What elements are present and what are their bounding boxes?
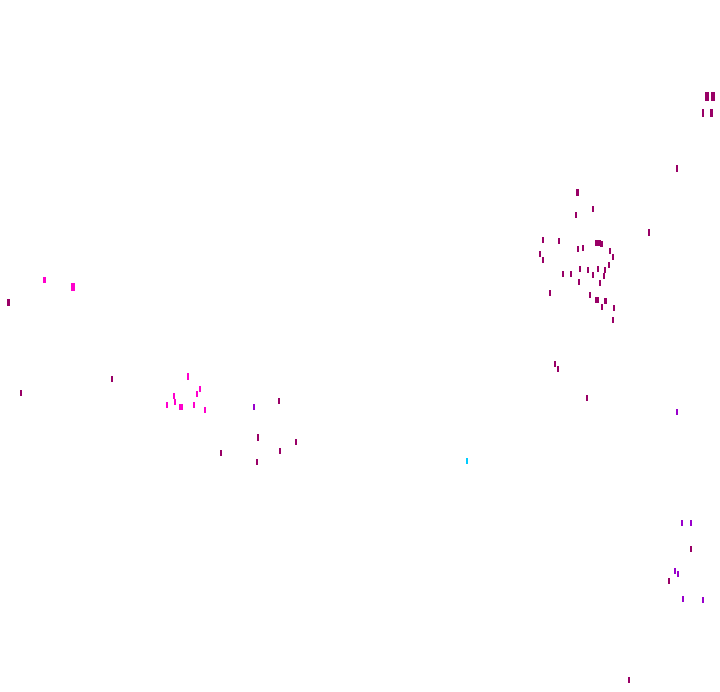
mark-41 <box>43 277 46 283</box>
mark-14 <box>582 245 584 251</box>
mark-42 <box>71 283 75 291</box>
mark-10 <box>558 238 560 244</box>
mark-30 <box>549 290 551 296</box>
mark-18 <box>542 257 544 263</box>
mark-63 <box>681 520 683 526</box>
mark-23 <box>604 267 606 273</box>
mark-52 <box>179 404 183 410</box>
mark-5 <box>576 189 579 196</box>
mark-54 <box>204 407 206 413</box>
mark-34 <box>601 304 603 310</box>
mark-1 <box>711 92 715 101</box>
mark-69 <box>682 596 684 602</box>
mark-0 <box>705 92 709 101</box>
mark-36 <box>612 317 614 323</box>
mark-71 <box>628 677 630 683</box>
mark-37 <box>554 361 556 367</box>
mark-57 <box>257 434 259 441</box>
mark-55 <box>253 404 255 410</box>
mark-62 <box>466 458 468 464</box>
mark-44 <box>20 390 22 396</box>
mark-51 <box>166 402 168 408</box>
mark-46 <box>187 373 189 380</box>
mark-60 <box>220 450 222 456</box>
mark-53 <box>193 402 195 408</box>
mark-67 <box>677 571 679 577</box>
mark-12 <box>600 241 603 247</box>
mark-9 <box>542 237 544 243</box>
mark-6 <box>592 206 594 212</box>
mark-11 <box>595 240 601 246</box>
mark-43 <box>7 299 10 306</box>
mark-48 <box>196 391 198 397</box>
mark-22 <box>597 266 599 272</box>
mark-24 <box>562 271 564 277</box>
mark-66 <box>674 568 676 574</box>
mark-27 <box>603 273 605 279</box>
mark-31 <box>589 292 591 298</box>
mark-7 <box>575 212 577 218</box>
mark-68 <box>668 578 670 584</box>
mark-50 <box>174 399 176 405</box>
mark-29 <box>599 280 601 286</box>
mark-26 <box>592 272 594 278</box>
mark-45 <box>111 376 113 382</box>
mark-38 <box>557 366 559 372</box>
mark-32 <box>595 297 599 303</box>
mark-56 <box>278 398 280 404</box>
mark-65 <box>690 546 692 552</box>
mark-35 <box>613 305 615 311</box>
mark-47 <box>199 386 201 392</box>
mark-58 <box>295 439 297 445</box>
mark-4 <box>676 165 678 172</box>
mark-33 <box>604 298 607 304</box>
mark-15 <box>609 248 611 254</box>
mark-28 <box>578 279 580 285</box>
mark-21 <box>587 267 589 273</box>
mark-3 <box>710 109 713 117</box>
mark-16 <box>539 251 541 257</box>
mark-70 <box>702 597 704 603</box>
mark-13 <box>577 246 579 252</box>
mark-20 <box>579 266 581 272</box>
mark-40 <box>676 409 678 415</box>
mark-2 <box>702 109 704 117</box>
mark-17 <box>612 254 614 260</box>
mark-39 <box>586 395 588 401</box>
mark-64 <box>690 520 692 526</box>
mark-8 <box>648 229 650 236</box>
mark-19 <box>608 262 610 268</box>
mark-49 <box>173 393 175 399</box>
mark-59 <box>279 448 281 454</box>
mark-61 <box>256 459 258 465</box>
mark-25 <box>570 271 572 277</box>
